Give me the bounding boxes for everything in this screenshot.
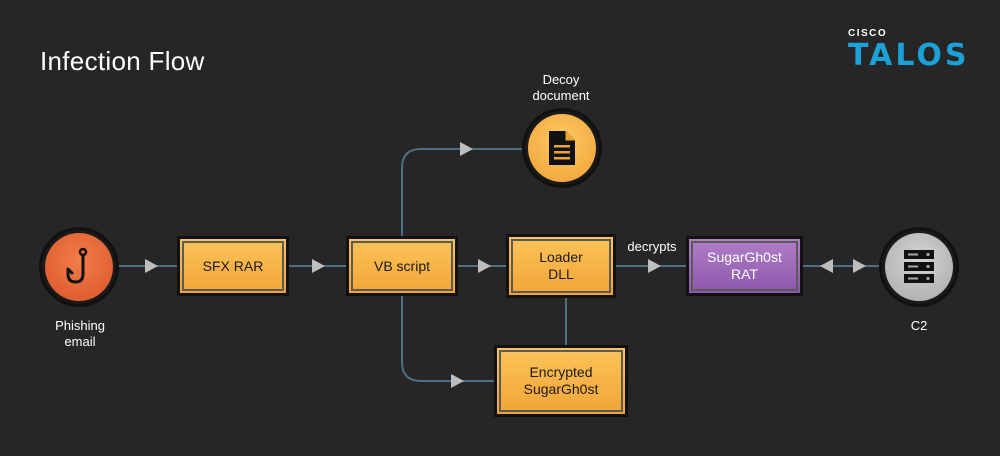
phishing-email-node	[39, 227, 119, 307]
decoy-circle-fill	[528, 114, 596, 182]
sugargh0st-rat-node: SugarGh0st RAT	[686, 236, 803, 296]
logo-cisco-text: CISCO	[848, 28, 888, 39]
arrow-to-c2	[853, 259, 866, 273]
c2-circle-fill	[885, 233, 953, 301]
encrypted-sugargh0st-label: Encrypted SugarGh0st	[523, 364, 599, 397]
arrow-to-sfx	[145, 259, 158, 273]
page-title: Infection Flow	[40, 46, 205, 76]
vb-script-node: VB script	[346, 236, 458, 296]
decrypts-edge-label: decrypts	[627, 239, 677, 254]
sugargh0st-rat-label: SugarGh0st RAT	[707, 249, 782, 282]
vb-script-label: VB script	[373, 257, 430, 274]
edge-vb-decoy	[401, 148, 523, 237]
decoy-document-label: Decoy document	[532, 72, 590, 103]
document-icon	[549, 131, 575, 165]
arrow-to-vb	[312, 259, 325, 273]
arrow-to-loader	[478, 259, 491, 273]
arrow-to-rat	[648, 259, 661, 273]
fishhook-icon	[66, 247, 88, 284]
decoy-document-node	[522, 108, 602, 188]
edge-vb-encrypted	[401, 295, 495, 382]
logo-talos-text: TALOS	[848, 38, 970, 73]
phishing-circle-fill	[45, 233, 113, 301]
arrow-to-decoy	[460, 142, 473, 156]
sfx-rar-label: SFX RAR	[202, 257, 264, 274]
c2-label: C2	[910, 318, 928, 333]
arrow-rat-from-c2	[820, 259, 833, 273]
phishing-email-label: Phishing email	[55, 318, 105, 349]
loader-dll-label: Loader DLL	[539, 249, 583, 282]
encrypted-sugargh0st-node: Encrypted SugarGh0st	[494, 345, 628, 417]
cisco-talos-logo: CISCO TALOS	[848, 28, 967, 73]
server-icon	[904, 250, 934, 283]
arrow-to-encrypted	[451, 374, 464, 388]
sfx-rar-node: SFX RAR	[177, 236, 289, 296]
c2-node	[879, 227, 959, 307]
loader-dll-node: Loader DLL	[506, 234, 616, 298]
